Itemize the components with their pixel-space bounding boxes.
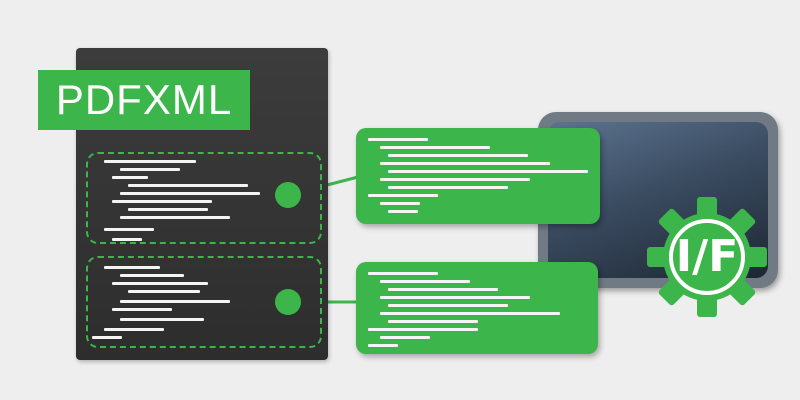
code-line: [128, 290, 200, 293]
code-line: [104, 328, 164, 331]
code-line: [388, 288, 498, 291]
code-line: [112, 282, 208, 285]
code-line: [120, 274, 184, 277]
code-popup-icon: [356, 262, 598, 354]
connector-dot-icon: [275, 182, 301, 208]
code-line: [368, 344, 398, 347]
code-line: [388, 320, 478, 323]
code-line: [388, 210, 418, 213]
document-label: PDFXML: [38, 70, 250, 130]
code-line: [388, 170, 588, 173]
code-line: [112, 308, 172, 311]
code-line: [380, 336, 430, 339]
code-line: [380, 202, 420, 205]
code-line: [112, 200, 212, 203]
gear-label: I/F: [675, 231, 739, 282]
code-line: [104, 266, 160, 269]
code-line: [92, 336, 122, 339]
code-line: [368, 138, 428, 141]
code-line: [368, 194, 438, 197]
code-line: [120, 192, 260, 195]
code-group-2: [86, 256, 322, 348]
code-line: [388, 154, 528, 157]
code-group-1: [86, 152, 322, 244]
code-line: [380, 312, 560, 315]
code-line: [380, 178, 530, 181]
code-line: [128, 184, 248, 187]
code-line: [380, 146, 490, 149]
gear-icon: [647, 197, 767, 317]
code-line: [388, 186, 508, 189]
connector-dot-icon: [275, 289, 301, 315]
code-popup-icon: [356, 128, 600, 224]
code-line: [104, 160, 196, 163]
code-line: [380, 280, 470, 283]
code-line: [128, 208, 208, 211]
code-line: [104, 228, 154, 231]
code-line: [120, 216, 230, 219]
code-line: [112, 238, 142, 241]
code-line: [380, 296, 530, 299]
code-line: [388, 304, 508, 307]
code-line: [120, 318, 204, 321]
code-line: [380, 162, 550, 165]
code-line: [120, 168, 180, 171]
code-line: [120, 300, 230, 303]
code-line: [368, 272, 438, 275]
code-line: [368, 328, 478, 331]
code-line: [112, 176, 148, 179]
